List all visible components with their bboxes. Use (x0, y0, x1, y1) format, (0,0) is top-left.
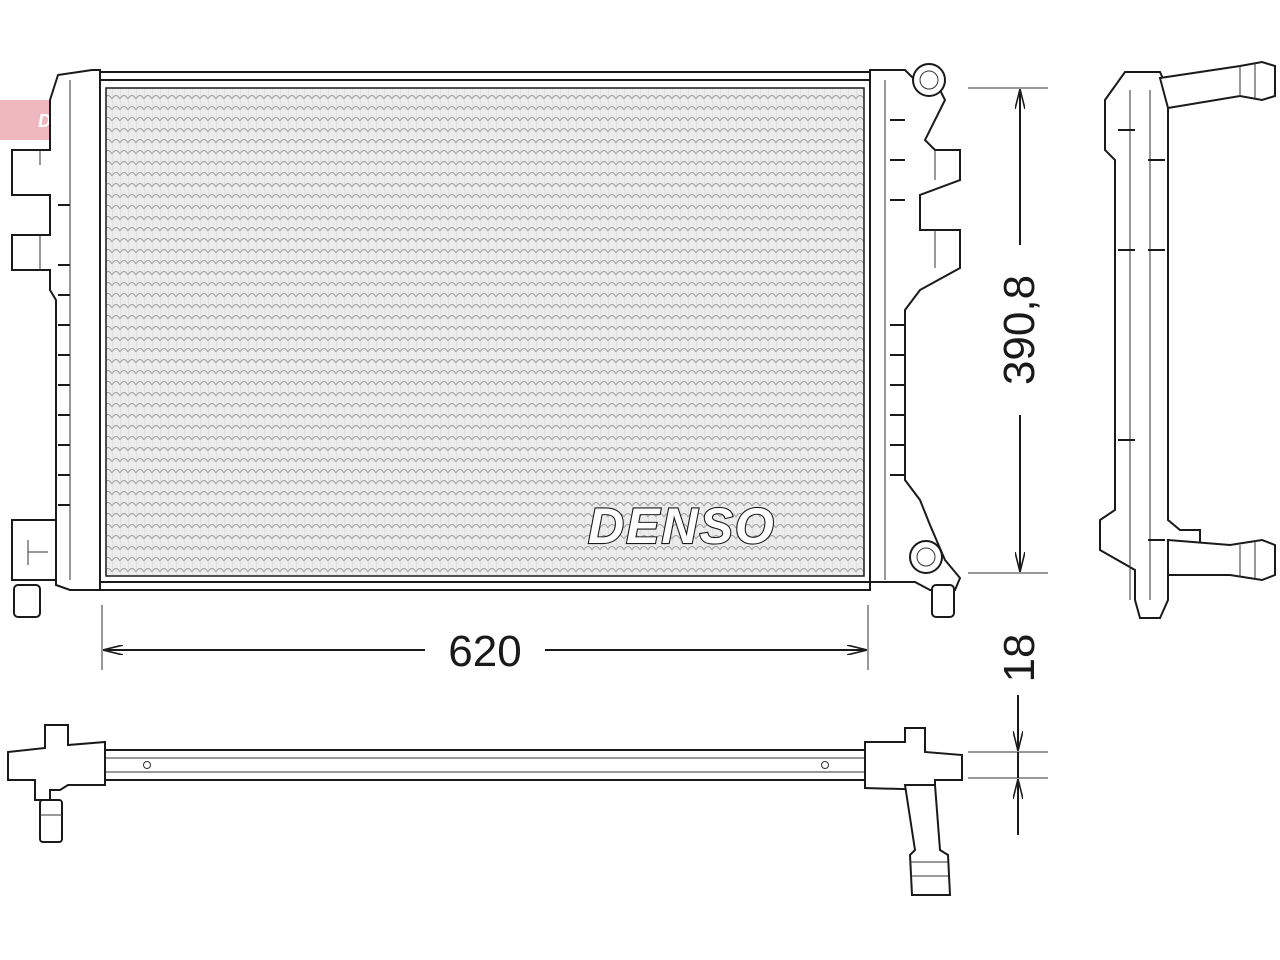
left-tank (11, 69, 101, 591)
side-view-outlet-hose (1167, 538, 1276, 582)
top-view-outlet-pipe (903, 784, 952, 896)
height-dimension-label: 390,8 (995, 275, 1044, 385)
right-tank-ribs (884, 80, 905, 580)
radiator-front-view: DENSO (11, 63, 962, 618)
top-view-left-foot (39, 799, 63, 843)
radiator-core-fins (105, 87, 865, 577)
radiator-side-view (1099, 60, 1276, 619)
top-view-core (94, 749, 876, 781)
right-tank (869, 69, 962, 591)
right-mounting-foot (931, 584, 955, 618)
left-mounting-foot (13, 584, 41, 618)
top-view-right-tank (864, 727, 963, 792)
top-view-left-tank (7, 724, 106, 801)
width-dimension-label: 620 (448, 627, 521, 676)
width-dimension: 620 (101, 605, 869, 676)
depth-dimension: 18 (968, 634, 1048, 835)
coolant-inlet-port (912, 63, 946, 97)
radiator-top-view (7, 724, 963, 896)
coolant-outlet-port (909, 540, 943, 574)
brand-label: DENSO (588, 498, 776, 554)
depth-dimension-label: 18 (995, 634, 1044, 683)
height-dimension: 390,8 (968, 87, 1048, 574)
side-view-ribs (1118, 129, 1165, 541)
left-tank-ribs (58, 80, 71, 580)
side-view-inlet-hose (1158, 60, 1276, 110)
